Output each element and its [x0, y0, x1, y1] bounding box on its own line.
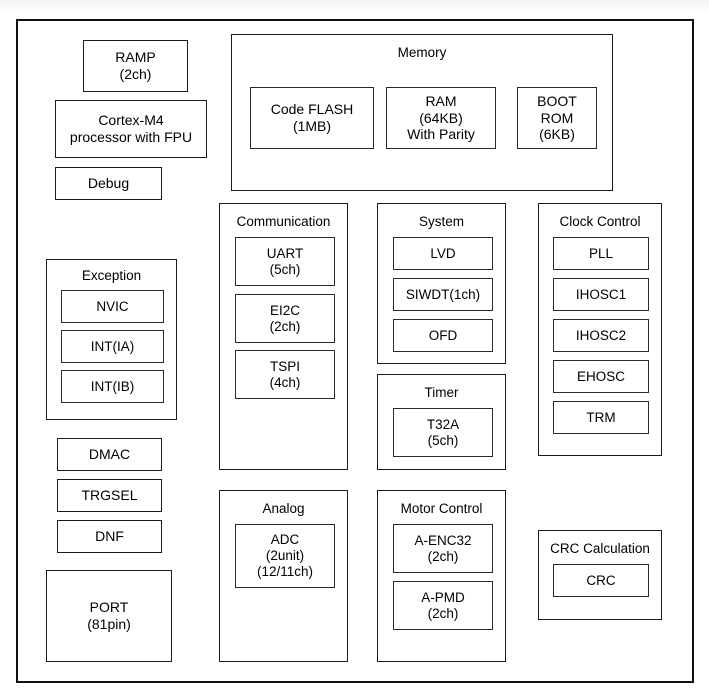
block-trm-line1: TRM — [586, 409, 616, 425]
block-ihosc2-line1: IHOSC2 — [575, 327, 627, 343]
block-trgsel-line1: TRGSEL — [81, 487, 138, 504]
block-crc-line1: CRC — [586, 572, 616, 588]
block-a-enc32-line2: (2ch) — [427, 548, 459, 564]
group-clock-control-title: Clock Control — [559, 214, 641, 229]
block-adc[interactable]: ADC (2unit) (12/11ch) — [235, 524, 335, 588]
block-adc-line3: (12/11ch) — [256, 563, 314, 579]
group-clock-control[interactable]: Clock Control PLL IHOSC1 IHOSC2 EHOSC TR… — [538, 203, 662, 456]
block-t32a-line1: T32A — [426, 416, 460, 432]
group-timer[interactable]: Timer T32A (5ch) — [377, 374, 506, 470]
block-adc-line1: ADC — [270, 532, 300, 548]
block-a-enc32[interactable]: A-ENC32 (2ch) — [393, 524, 493, 573]
block-a-enc32-line1: A-ENC32 — [414, 532, 472, 548]
block-ofd[interactable]: OFD — [393, 319, 493, 352]
group-memory-title: Memory — [397, 45, 447, 60]
block-ihosc2[interactable]: IHOSC2 — [553, 319, 649, 352]
block-int-ia[interactable]: INT(IA) — [61, 330, 164, 363]
block-ei2c[interactable]: EI2C (2ch) — [235, 294, 335, 343]
block-trm[interactable]: TRM — [553, 401, 649, 434]
block-boot-rom-line2: ROM — [540, 109, 574, 126]
block-ram[interactable]: RAM (64KB) With Parity — [386, 87, 496, 149]
block-ram-line3: With Parity — [407, 126, 475, 143]
block-boot-rom-line3: (6KB) — [539, 126, 575, 143]
block-debug[interactable]: Debug — [55, 167, 162, 200]
block-lvd-line1: LVD — [430, 245, 456, 261]
group-system-title: System — [418, 214, 464, 229]
block-uart-line2: (5ch) — [269, 261, 301, 277]
block-a-pmd[interactable]: A-PMD (2ch) — [393, 581, 493, 630]
block-int-ib-line1: INT(IB) — [90, 378, 135, 394]
block-int-ib[interactable]: INT(IB) — [61, 370, 164, 403]
block-uart-line1: UART — [266, 245, 304, 261]
block-ofd-line1: OFD — [428, 327, 458, 343]
group-exception[interactable]: Exception NVIC INT(IA) INT(IB) — [46, 259, 177, 420]
block-port[interactable]: PORT (81pin) — [46, 570, 172, 662]
block-dnf-line1: DNF — [95, 528, 124, 545]
block-ramp[interactable]: RAMP (2ch) — [83, 40, 188, 92]
block-a-pmd-line2: (2ch) — [427, 605, 459, 621]
block-nvic[interactable]: NVIC — [61, 290, 164, 323]
block-cortex-line1: Cortex-M4 — [98, 112, 164, 129]
group-motor-control-title: Motor Control — [400, 501, 483, 516]
block-tspi[interactable]: TSPI (4ch) — [235, 350, 335, 399]
block-siwdt[interactable]: SIWDT(1ch) — [393, 278, 493, 311]
block-dnf[interactable]: DNF — [57, 520, 162, 553]
block-dmac-line1: DMAC — [88, 446, 131, 463]
block-port-line2: (81pin) — [87, 616, 131, 632]
block-ihosc1-line1: IHOSC1 — [575, 286, 627, 302]
top-gradient-band — [0, 0, 709, 10]
block-int-ia-line1: INT(IA) — [90, 338, 135, 354]
block-code-flash-line2: (1MB) — [292, 118, 332, 134]
block-t32a[interactable]: T32A (5ch) — [393, 408, 493, 457]
block-t32a-line2: (5ch) — [427, 432, 459, 448]
block-pll[interactable]: PLL — [553, 237, 649, 270]
block-tspi-line1: TSPI — [269, 358, 300, 374]
block-ei2c-line1: EI2C — [269, 302, 300, 318]
block-tspi-line2: (4ch) — [269, 374, 301, 390]
group-motor-control[interactable]: Motor Control A-ENC32 (2ch) A-PMD (2ch) — [377, 490, 506, 662]
block-cortex-line2: processor with FPU — [69, 129, 193, 145]
group-analog-title: Analog — [262, 501, 305, 516]
block-port-line1: PORT — [89, 599, 129, 616]
block-trgsel[interactable]: TRGSEL — [57, 479, 162, 512]
block-code-flash[interactable]: Code FLASH (1MB) — [250, 87, 374, 149]
block-ei2c-line2: (2ch) — [269, 318, 301, 334]
group-crc-calculation-title: CRC Calculation — [550, 541, 650, 556]
block-boot-rom-line1: BOOT — [537, 93, 577, 110]
block-siwdt-line1: SIWDT(1ch) — [405, 286, 481, 302]
block-ihosc1[interactable]: IHOSC1 — [553, 278, 649, 311]
block-crc[interactable]: CRC — [553, 564, 649, 597]
group-memory[interactable]: Memory Code FLASH (1MB) RAM (64KB) With … — [231, 34, 613, 191]
block-nvic-line1: NVIC — [96, 298, 129, 314]
block-ehosc-line1: EHOSC — [576, 368, 625, 384]
group-exception-title: Exception — [81, 268, 142, 283]
block-code-flash-line1: Code FLASH — [270, 101, 354, 118]
block-debug-line1: Debug — [87, 175, 130, 192]
group-system[interactable]: System LVD SIWDT(1ch) OFD — [377, 203, 506, 364]
block-adc-line2: (2unit) — [265, 548, 305, 564]
group-analog[interactable]: Analog ADC (2unit) (12/11ch) — [219, 490, 348, 662]
block-ramp-line1: RAMP — [115, 49, 156, 66]
block-lvd[interactable]: LVD — [393, 237, 493, 270]
block-a-pmd-line1: A-PMD — [421, 589, 465, 605]
block-pll-line1: PLL — [588, 245, 614, 261]
group-communication[interactable]: Communication UART (5ch) EI2C (2ch) TSPI… — [219, 203, 348, 470]
block-uart[interactable]: UART (5ch) — [235, 237, 335, 286]
block-ramp-line2: (2ch) — [119, 66, 152, 82]
block-cortex-m4[interactable]: Cortex-M4 processor with FPU — [55, 100, 207, 158]
block-boot-rom[interactable]: BOOT ROM (6KB) — [517, 87, 597, 149]
group-timer-title: Timer — [424, 385, 459, 400]
block-ram-line2: (64KB) — [419, 109, 463, 126]
block-ram-line1: RAM — [425, 93, 457, 110]
block-dmac[interactable]: DMAC — [57, 438, 162, 471]
group-crc-calculation[interactable]: CRC Calculation CRC — [538, 530, 662, 620]
block-ehosc[interactable]: EHOSC — [553, 360, 649, 393]
group-communication-title: Communication — [236, 214, 331, 229]
